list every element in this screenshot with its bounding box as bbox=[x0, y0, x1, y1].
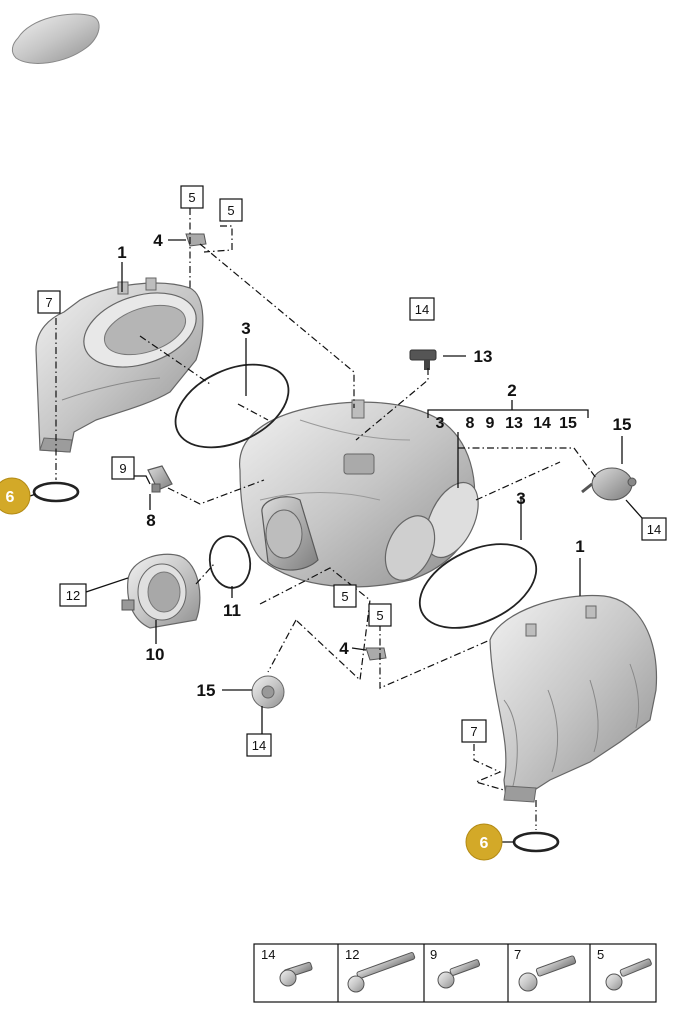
flange-bolt-icon bbox=[518, 955, 577, 992]
callout-4-bottom: 4 bbox=[339, 639, 349, 658]
intake-plenum bbox=[239, 399, 479, 588]
box-7-left: 7 bbox=[37, 290, 61, 314]
svg-text:9: 9 bbox=[430, 947, 437, 962]
box-7-right: 7 bbox=[461, 719, 487, 743]
callout-10: 10 bbox=[146, 645, 165, 664]
callout-2: 2 bbox=[507, 381, 516, 400]
box-5-top-b: 5 bbox=[219, 198, 243, 222]
screw-icon bbox=[437, 959, 481, 989]
box-14-bottom: 14 bbox=[246, 733, 272, 757]
seal-11 bbox=[208, 535, 252, 589]
group-item-8: 8 bbox=[466, 415, 475, 432]
long-bolt-icon bbox=[347, 952, 416, 993]
fastener-table: 14 12 9 7 bbox=[253, 943, 657, 1003]
short-bolt-icon bbox=[605, 958, 652, 991]
svg-text:14: 14 bbox=[647, 522, 661, 537]
svg-text:5: 5 bbox=[341, 589, 348, 604]
svg-text:5: 5 bbox=[597, 947, 604, 962]
assembly-lines bbox=[55, 208, 597, 830]
vacuum-actuator-right bbox=[581, 467, 637, 501]
highlight-callout-6-right[interactable]: 6 bbox=[465, 823, 503, 861]
bracket-4-top bbox=[185, 233, 207, 247]
group-item-3: 3 bbox=[436, 415, 445, 432]
callout-11: 11 bbox=[223, 601, 241, 620]
bolt-icon bbox=[279, 961, 313, 987]
box-5-bottom-a: 5 bbox=[333, 584, 357, 608]
svg-text:9: 9 bbox=[119, 461, 126, 476]
callout-8: 8 bbox=[146, 511, 155, 530]
callout-15-left: 15 bbox=[197, 681, 216, 700]
group-item-15: 15 bbox=[559, 415, 577, 432]
svg-text:12: 12 bbox=[345, 947, 359, 962]
svg-text:5: 5 bbox=[376, 608, 383, 623]
fastener-cell-9: 9 bbox=[430, 947, 481, 989]
callout-labels: 1 1 2 3 8 9 13 14 15 3 3 4 4 8 10 11 13 … bbox=[117, 231, 631, 700]
fastener-cell-7: 7 bbox=[514, 947, 577, 992]
svg-text:12: 12 bbox=[66, 588, 80, 603]
callout-4-top: 4 bbox=[153, 231, 163, 250]
vacuum-actuator-left bbox=[251, 675, 285, 709]
svg-text:14: 14 bbox=[252, 738, 266, 753]
seal-6-right bbox=[512, 831, 560, 853]
intake-manifold-left bbox=[35, 277, 204, 453]
group-item-14: 14 bbox=[533, 415, 551, 432]
fastener-cell-14: 14 bbox=[261, 947, 313, 987]
boxed-callouts: 5 5 7 14 9 14 12 5 bbox=[37, 185, 667, 757]
box-9: 9 bbox=[111, 456, 135, 480]
svg-text:7: 7 bbox=[470, 724, 477, 739]
svg-text:14: 14 bbox=[261, 947, 275, 962]
highlight-callout-6-left[interactable]: 6 bbox=[0, 477, 31, 515]
sensor-8 bbox=[147, 465, 173, 493]
svg-text:7: 7 bbox=[514, 947, 521, 962]
box-14-top: 14 bbox=[409, 297, 435, 321]
svg-text:5: 5 bbox=[227, 203, 234, 218]
gasket-3-right bbox=[418, 543, 538, 629]
group-item-9: 9 bbox=[486, 415, 495, 432]
cap-icon bbox=[11, 13, 100, 64]
callout-3-right: 3 bbox=[516, 489, 525, 508]
sensor-13 bbox=[409, 349, 437, 370]
box-5-bottom-b: 5 bbox=[368, 603, 392, 627]
callout-1-left: 1 bbox=[117, 243, 126, 262]
leader-lines bbox=[29, 239, 643, 843]
callout-3-left: 3 bbox=[241, 319, 250, 338]
fastener-cell-5: 5 bbox=[597, 947, 652, 991]
callout-13: 13 bbox=[474, 347, 493, 366]
svg-text:6: 6 bbox=[480, 835, 489, 852]
callout-1-right: 1 bbox=[575, 537, 584, 556]
svg-text:7: 7 bbox=[45, 295, 52, 310]
bracket-4-bottom bbox=[365, 647, 387, 661]
seal-6-left bbox=[32, 481, 80, 503]
box-12: 12 bbox=[59, 583, 87, 607]
fastener-cell-12: 12 bbox=[345, 947, 416, 993]
svg-text:6: 6 bbox=[6, 489, 15, 506]
throttle-body bbox=[121, 553, 201, 629]
callout-15-right: 15 bbox=[613, 415, 632, 434]
box-14-right: 14 bbox=[641, 517, 667, 541]
box-5-top-a: 5 bbox=[180, 185, 204, 209]
svg-text:14: 14 bbox=[415, 302, 429, 317]
svg-text:5: 5 bbox=[188, 190, 195, 205]
intake-manifold-right bbox=[489, 594, 658, 803]
group-item-13: 13 bbox=[505, 415, 523, 432]
gasket-3-left bbox=[174, 363, 290, 449]
